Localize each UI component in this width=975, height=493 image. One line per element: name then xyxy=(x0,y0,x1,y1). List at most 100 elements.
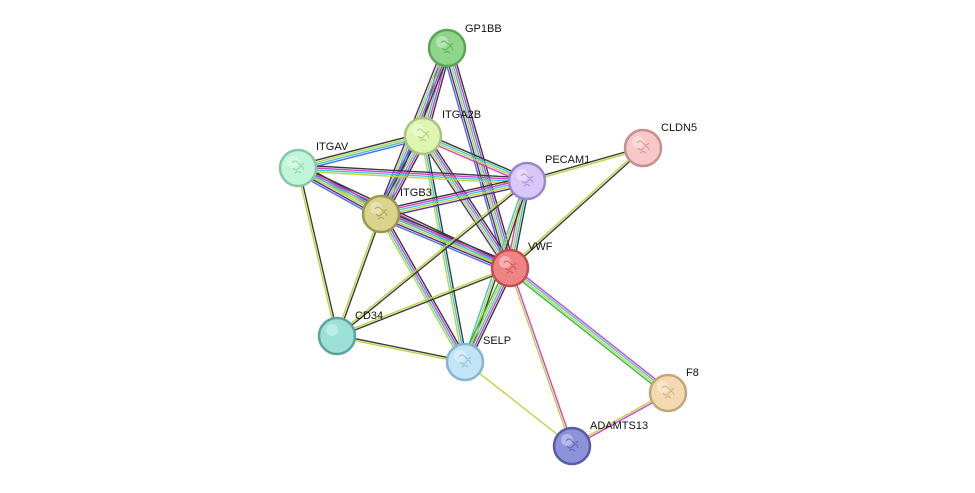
node-cldn5[interactable] xyxy=(623,128,663,168)
edge-line-cyan xyxy=(298,136,424,170)
node-adamts13[interactable] xyxy=(552,426,592,466)
node-label-cldn5: CLDN5 xyxy=(661,122,697,134)
edge-line-black xyxy=(510,148,645,270)
edge-line-magenta xyxy=(381,210,512,266)
edge-line-cyan xyxy=(422,135,511,269)
labels-layer: GP1BBITGA2BITGAVITGB3PECAM1CLDN5VWFCD34S… xyxy=(316,23,699,432)
node-label-cd34: CD34 xyxy=(355,310,383,322)
edge-line-yellow-green xyxy=(335,213,381,336)
protein-structure-icon xyxy=(458,354,472,368)
edge-line-yellow-green xyxy=(508,268,668,395)
node-highlight xyxy=(326,324,338,336)
edge-pecam1-cldn5 xyxy=(526,146,644,183)
node-gp1bb[interactable] xyxy=(427,28,467,68)
node-label-selp: SELP xyxy=(483,335,511,347)
edge-selp-adamts13 xyxy=(464,361,573,447)
edge-line-green xyxy=(507,269,667,396)
edge-line-cyan xyxy=(422,135,466,363)
edge-itgav-pecam1 xyxy=(297,164,528,185)
node-circle[interactable] xyxy=(361,194,401,234)
edge-line-black xyxy=(337,181,529,338)
edge-line-yellow-green xyxy=(527,148,644,183)
edge-line-black xyxy=(297,132,423,166)
edge-line-black xyxy=(298,167,339,336)
edge-line-black xyxy=(337,334,466,362)
edge-line-magenta xyxy=(298,166,528,181)
node-label-f8: F8 xyxy=(686,367,699,379)
edge-line-black xyxy=(298,164,528,179)
edge-vwf-adamts13 xyxy=(508,267,574,447)
edge-line-yellow-green xyxy=(297,134,423,168)
edge-line-yellow-green xyxy=(380,214,510,270)
node-itga2b[interactable] xyxy=(403,116,443,156)
node-circle[interactable] xyxy=(490,248,530,288)
edge-line-magenta xyxy=(449,46,514,268)
node-circle[interactable] xyxy=(623,128,663,168)
protein-structure-icon xyxy=(440,40,454,54)
node-circle[interactable] xyxy=(278,148,318,188)
node-label-itgav: ITGAV xyxy=(316,141,349,153)
node-label-gp1bb: GP1BB xyxy=(465,23,502,35)
edge-itgb3-pecam1 xyxy=(379,176,529,219)
edge-line-yellow-green xyxy=(381,182,528,217)
edge-line-yellow-green xyxy=(420,136,509,270)
edge-line-purple xyxy=(381,184,529,219)
node-circle[interactable] xyxy=(317,316,357,356)
node-circle[interactable] xyxy=(445,342,485,382)
edge-line-cyan xyxy=(510,266,670,393)
edge-itga2b-vwf xyxy=(419,133,514,271)
node-selp[interactable] xyxy=(445,342,485,382)
edge-pecam1-cd34 xyxy=(335,179,529,338)
node-cd34[interactable] xyxy=(317,316,357,356)
edge-line-cyan xyxy=(297,168,527,183)
node-f8[interactable] xyxy=(648,373,688,413)
nodes-layer xyxy=(278,28,688,466)
edge-line-magenta xyxy=(510,267,574,446)
protein-structure-icon xyxy=(636,140,650,154)
edge-line-yellow-green xyxy=(336,266,510,336)
edge-line-black xyxy=(451,46,516,267)
edge-line-yellow-green xyxy=(508,146,643,268)
edge-cd34-selp xyxy=(336,334,466,364)
edge-itgb3-selp xyxy=(377,212,469,364)
edge-line-black xyxy=(425,133,514,267)
edge-line-cyan xyxy=(380,180,528,215)
edge-line-cyan xyxy=(379,214,465,363)
edge-line-cyan xyxy=(381,212,511,268)
edge-line-black xyxy=(337,268,511,338)
node-itgav[interactable] xyxy=(278,148,318,188)
node-label-adamts13: ADAMTS13 xyxy=(590,420,648,432)
edge-gp1bb-vwf xyxy=(441,46,516,270)
edge-line-magenta xyxy=(511,265,671,392)
edge-line-purple xyxy=(419,137,508,271)
node-label-pecam1: PECAM1 xyxy=(545,154,590,166)
node-vwf[interactable] xyxy=(490,248,530,288)
edge-vwf-f8 xyxy=(507,265,671,396)
node-pecam1[interactable] xyxy=(507,161,547,201)
edge-line-yellow-green xyxy=(297,170,527,185)
node-circle[interactable] xyxy=(648,373,688,413)
protein-structure-icon xyxy=(565,438,579,452)
node-circle[interactable] xyxy=(403,116,443,156)
node-label-itgb3: ITGB3 xyxy=(400,187,432,199)
edge-line-magenta xyxy=(380,178,527,213)
protein-structure-icon xyxy=(374,206,388,220)
protein-structure-icon xyxy=(520,173,534,187)
protein-structure-icon xyxy=(416,128,430,142)
edge-line-yellow-green xyxy=(464,361,573,447)
node-circle[interactable] xyxy=(552,426,592,466)
edge-line-yellow-green xyxy=(336,336,465,364)
edge-line-purple xyxy=(379,216,510,272)
node-label-itga2b: ITGA2B xyxy=(442,109,481,121)
edge-line-magenta xyxy=(424,134,513,268)
edge-vwf-cd34 xyxy=(336,266,511,338)
node-itgb3[interactable] xyxy=(361,194,401,234)
edges-layer xyxy=(295,46,671,448)
protein-structure-icon xyxy=(291,160,305,174)
node-circle[interactable] xyxy=(427,28,467,68)
protein-structure-icon xyxy=(503,260,517,274)
node-circle[interactable] xyxy=(507,161,547,201)
edge-line-yellow-green xyxy=(508,268,572,447)
edge-itgb3-vwf xyxy=(378,208,513,274)
